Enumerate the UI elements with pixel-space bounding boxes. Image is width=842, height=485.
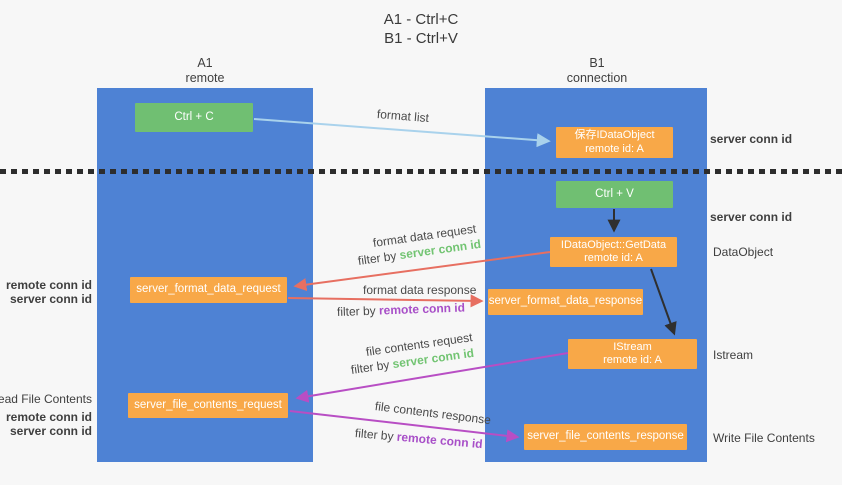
diagram-title: A1 - Ctrl+C B1 - Ctrl+V: [0, 10, 842, 48]
file-contents-response-label: file contents response: [374, 399, 492, 428]
node-ctrl-v-label: Ctrl + V: [595, 187, 634, 200]
node-server-file-contents-request-label: server_file_contents_request: [134, 398, 282, 411]
node-save-idataobject: 保存IDataObject remote id: A: [556, 127, 673, 158]
left-read-file-contents-label: Read File Contents: [0, 392, 92, 406]
right-server-conn-id-mid-label: server conn id: [710, 210, 793, 224]
lane-a1-name: A1: [197, 56, 213, 70]
diagram-title-line1: A1 - Ctrl+C: [383, 11, 459, 28]
filter-by-text: filter by: [350, 357, 394, 377]
filter-by-text: filter by: [354, 426, 398, 444]
left-remote-conn-id-top-label: remote conn id: [5, 278, 92, 292]
node-server-format-data-response-label: server_format_data_response: [488, 295, 643, 308]
filter-by-text: filter by: [357, 248, 401, 268]
left-remote-conn-id-bottom-label: remote conn id: [5, 410, 92, 424]
node-server-format-data-response: server_format_data_response: [488, 289, 643, 315]
remote-conn-id-key: remote conn id: [396, 429, 484, 452]
lane-b1-role: connection: [566, 71, 628, 85]
filter-by-text: filter by: [336, 303, 380, 319]
node-istream: IStream remote id: A: [568, 339, 697, 369]
node-server-format-data-request-label: server_format_data_request: [136, 283, 281, 296]
right-istream-label: Istream: [713, 348, 754, 362]
right-server-conn-id-top-label: server conn id: [710, 132, 793, 146]
node-ctrl-c: Ctrl + C: [135, 103, 253, 132]
diagram-title-line2: B1 - Ctrl+V: [384, 30, 458, 47]
right-write-file-contents-label: Write File Contents: [713, 431, 815, 445]
left-server-conn-id-top-label: server conn id: [9, 292, 92, 306]
right-dataobject-label: DataObject: [713, 245, 774, 259]
file-contents-response-filter-label: filter by remote conn id: [354, 426, 483, 451]
node-server-format-data-request: server_format_data_request: [130, 277, 287, 303]
format-data-response-filter-label: filter by remote conn id: [337, 301, 465, 319]
session-divider-line: [0, 169, 842, 174]
node-server-file-contents-response-label: server_file_contents_response: [527, 430, 684, 443]
node-save-idataobject-line1: 保存IDataObject: [574, 129, 655, 141]
remote-conn-id-key: remote conn id: [378, 300, 466, 318]
format-list-label: format list: [376, 107, 430, 126]
node-idataobject-getdata-line1: IDataObject::GetData: [560, 238, 667, 251]
node-save-idataobject-line2: remote id: A: [585, 142, 644, 155]
node-idataobject-getdata-line2: remote id: A: [584, 252, 643, 264]
node-istream-line1: IStream: [613, 340, 652, 353]
node-ctrl-v: Ctrl + V: [556, 181, 673, 208]
format-data-response-label: format data response: [363, 283, 477, 297]
node-server-file-contents-response: server_file_contents_response: [524, 424, 687, 450]
node-idataobject-getdata: IDataObject::GetData remote id: A: [550, 237, 677, 267]
left-server-conn-id-bottom-label: server conn id: [9, 424, 92, 438]
lane-header-a1: A1 remote: [125, 56, 285, 86]
lane-header-b1: B1 connection: [517, 56, 677, 86]
lane-a1-role: remote: [185, 71, 225, 85]
node-ctrl-c-label: Ctrl + C: [174, 110, 214, 123]
node-istream-line2: remote id: A: [603, 354, 662, 366]
node-server-file-contents-request: server_file_contents_request: [128, 393, 288, 418]
lane-b1-name: B1: [589, 56, 605, 70]
